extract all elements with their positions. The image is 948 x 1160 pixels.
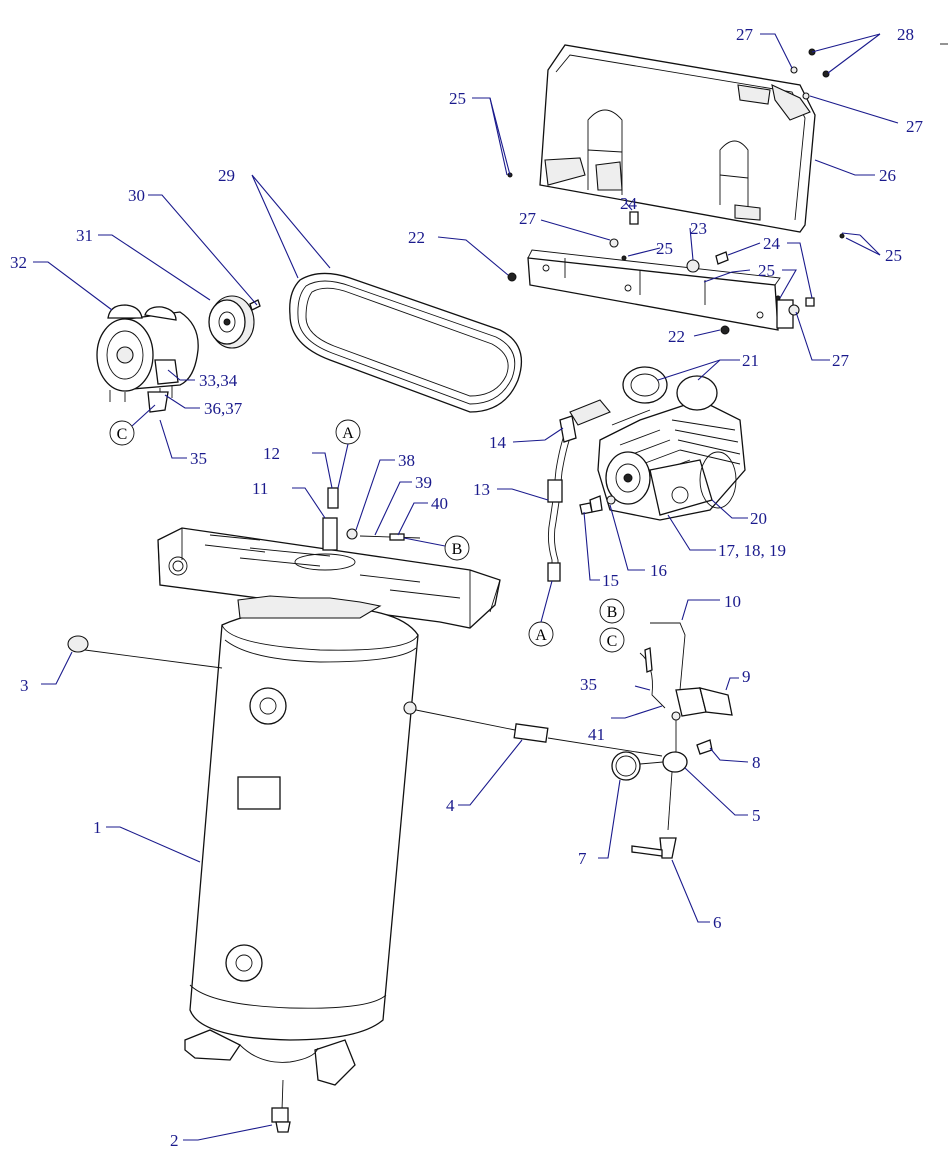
label-10: 10 bbox=[724, 592, 741, 611]
label-35-switch: 35 bbox=[580, 675, 597, 694]
label-38: 38 bbox=[398, 451, 415, 470]
label-14: 14 bbox=[489, 433, 507, 452]
bracket-hardware bbox=[507, 48, 845, 335]
label-27-right: 27 bbox=[906, 117, 924, 136]
label-29: 29 bbox=[218, 166, 235, 185]
label-22-left: 22 bbox=[408, 228, 425, 247]
label-21: 21 bbox=[742, 351, 759, 370]
label-33-34: 33,34 bbox=[199, 371, 238, 390]
label-4: 4 bbox=[446, 796, 455, 815]
label-16: 16 bbox=[650, 561, 667, 580]
label-3: 3 bbox=[20, 676, 29, 695]
leader-lines bbox=[33, 33, 899, 1141]
label-31: 31 bbox=[76, 226, 93, 245]
tank-top-fittings bbox=[322, 487, 421, 551]
label-32: 32 bbox=[10, 253, 27, 272]
pressure-switch-assembly bbox=[639, 622, 733, 752]
motor-pulley bbox=[208, 295, 261, 349]
svg-text:C: C bbox=[117, 426, 128, 443]
label-20: 20 bbox=[750, 509, 767, 528]
label-2: 2 bbox=[170, 1131, 179, 1150]
air-tank bbox=[184, 595, 419, 1086]
label-13: 13 bbox=[473, 480, 490, 499]
connector-a-top: A bbox=[335, 419, 361, 489]
label-9: 9 bbox=[742, 667, 751, 686]
label-12: 12 bbox=[263, 444, 280, 463]
label-39: 39 bbox=[415, 473, 432, 492]
label-25-bracket: 25 bbox=[758, 261, 775, 280]
label-17-18-19: 17, 18, 19 bbox=[718, 541, 786, 560]
compressor-pump bbox=[569, 366, 746, 521]
label-41: 41 bbox=[588, 725, 605, 744]
svg-text:A: A bbox=[342, 425, 354, 442]
connector-c-left: C bbox=[109, 404, 156, 446]
label-7: 7 bbox=[578, 849, 587, 868]
label-26: 26 bbox=[879, 166, 896, 185]
label-11: 11 bbox=[252, 479, 268, 498]
label-28: 28 bbox=[897, 25, 914, 44]
label-1: 1 bbox=[93, 818, 102, 837]
svg-text:A: A bbox=[535, 627, 547, 644]
svg-text:B: B bbox=[452, 541, 463, 558]
label-27-bracket: 27 bbox=[519, 209, 537, 228]
label-27-lower: 27 bbox=[832, 351, 850, 370]
label-36-37: 36,37 bbox=[204, 399, 243, 418]
mounting-bracket bbox=[527, 249, 794, 331]
label-30: 30 bbox=[128, 186, 145, 205]
belt-guard bbox=[539, 44, 816, 233]
manifold-assembly bbox=[84, 649, 713, 859]
label-6: 6 bbox=[713, 913, 722, 932]
connector-b-right: B bbox=[403, 535, 470, 561]
v-belt bbox=[289, 272, 522, 413]
label-25-right: 25 bbox=[885, 246, 902, 265]
label-15: 15 bbox=[602, 571, 619, 590]
tank-saddle-plate bbox=[157, 527, 501, 629]
connector-b-bottom: B bbox=[599, 598, 625, 624]
connector-c-bottom: C bbox=[599, 627, 625, 653]
label-40: 40 bbox=[431, 494, 448, 513]
label-22-lower: 22 bbox=[668, 327, 685, 346]
label-24-left: 24 bbox=[620, 194, 638, 213]
part-labels: 25 25 25 25 26 27 27 27 27 28 24 24 23 2… bbox=[10, 25, 924, 1150]
label-27-top: 27 bbox=[736, 25, 754, 44]
drain-valve bbox=[271, 1079, 291, 1133]
svg-text:B: B bbox=[607, 604, 618, 621]
discharge-tube bbox=[547, 415, 593, 582]
label-24-right: 24 bbox=[763, 234, 781, 253]
label-35-motor: 35 bbox=[190, 449, 207, 468]
label-25-mid: 25 bbox=[656, 239, 673, 258]
tank-plug bbox=[67, 635, 89, 653]
connector-a-bottom: A bbox=[528, 580, 554, 647]
electric-motor bbox=[96, 304, 199, 413]
label-23: 23 bbox=[690, 219, 707, 238]
label-5: 5 bbox=[752, 806, 761, 825]
label-25-left: 25 bbox=[449, 89, 466, 108]
label-8: 8 bbox=[752, 753, 761, 772]
svg-text:C: C bbox=[607, 633, 618, 650]
